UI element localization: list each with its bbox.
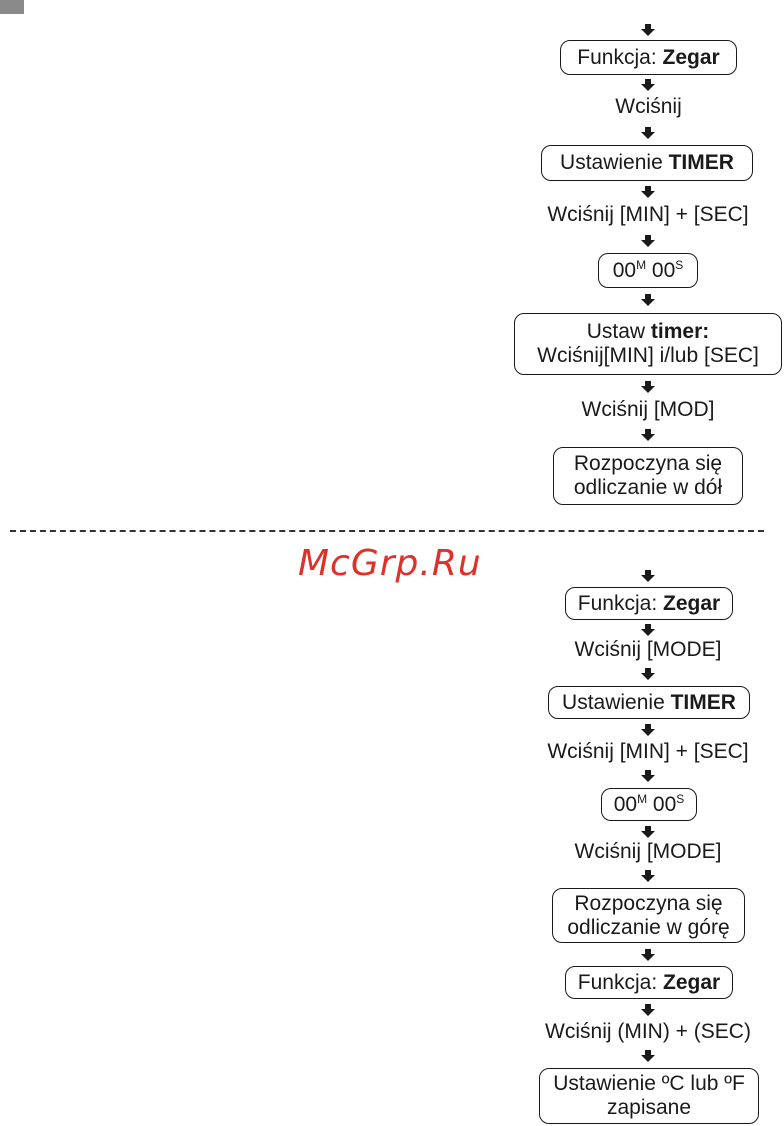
countdown-press-label: Wciśnij [MOD] bbox=[581, 398, 715, 421]
flow-arrow-icon bbox=[641, 1004, 655, 1016]
countup-unit-saved-box: Ustawienie ºC lub ºF zapisane bbox=[539, 1068, 759, 1124]
countup-step-function-box-2: Funkcja: Zegar bbox=[565, 966, 733, 999]
flow-arrow-icon bbox=[641, 127, 655, 139]
box-label: zapisane bbox=[606, 1096, 692, 1119]
box-label-bold: TIMER bbox=[670, 690, 736, 714]
box-label: odliczanie w dół bbox=[573, 476, 723, 499]
flow-arrow-icon bbox=[641, 826, 655, 838]
flow-arrow-icon bbox=[641, 668, 655, 680]
flow-arrow-icon bbox=[641, 770, 655, 782]
box-label: Ustawienie bbox=[560, 151, 669, 174]
countdown-step-timer-box: Ustawienie TIMER bbox=[541, 145, 753, 181]
display-minutes-unit: M bbox=[636, 257, 647, 272]
box-label: Ustawienie ºC lub ºF bbox=[553, 1072, 745, 1095]
box-label-bold: timer: bbox=[650, 320, 710, 343]
flow-arrow-icon bbox=[641, 570, 655, 582]
flow-arrow-icon bbox=[641, 949, 655, 961]
countup-display-box: 00M 00S bbox=[601, 788, 697, 821]
display-minutes: 00 bbox=[613, 792, 638, 816]
display-minutes: 00 bbox=[612, 258, 637, 282]
countup-press-label: Wciśnij [MODE] bbox=[574, 638, 722, 661]
box-label: Rozpoczyna się bbox=[574, 891, 723, 915]
box-label: Rozpoczyna się bbox=[573, 452, 723, 475]
countdown-start-box: Rozpoczyna się odliczanie w dół bbox=[553, 447, 743, 505]
flow-arrow-icon bbox=[641, 235, 655, 247]
countdown-press-label: Wciśnij bbox=[615, 95, 682, 118]
display-seconds: 00 bbox=[652, 792, 677, 816]
flow-arrow-icon bbox=[641, 624, 655, 636]
flow-arrow-icon bbox=[641, 186, 655, 198]
box-label: Funkcja: bbox=[577, 970, 663, 994]
countup-press-label: Wciśnij [MIN] + [SEC] bbox=[547, 740, 749, 763]
flow-arrow-icon bbox=[641, 870, 655, 882]
countup-press-label: Wciśnij (MIN) + (SEC) bbox=[545, 1020, 751, 1043]
countup-press-label: Wciśnij [MODE] bbox=[574, 840, 722, 863]
display-seconds-unit: S bbox=[675, 257, 684, 272]
flow-arrow-icon bbox=[641, 429, 655, 441]
flow-arrow-icon bbox=[641, 381, 655, 393]
countup-step-timer-box: Ustawienie TIMER bbox=[548, 686, 750, 719]
box-label: Ustawienie bbox=[562, 690, 671, 714]
box-label-bold: TIMER bbox=[668, 151, 734, 174]
box-label: Funkcja: bbox=[577, 45, 663, 69]
display-minutes-unit: M bbox=[637, 791, 648, 806]
box-label: Funkcja: bbox=[577, 591, 663, 615]
countdown-set-timer-box: Ustaw timer: Wciśnij[MIN] i/lub [SEC] bbox=[514, 313, 782, 375]
display-seconds-unit: S bbox=[676, 791, 685, 806]
countdown-step-function-box: Funkcja: Zegar bbox=[560, 40, 737, 75]
flow-arrow-icon bbox=[641, 724, 655, 736]
display-seconds: 00 bbox=[651, 258, 676, 282]
box-label-bold: Zegar bbox=[663, 970, 721, 994]
box-label-bold: Zegar bbox=[662, 45, 720, 69]
flow-arrow-icon bbox=[641, 24, 655, 36]
box-label-bold: Zegar bbox=[663, 591, 721, 615]
countup-step-function-box: Funkcja: Zegar bbox=[565, 587, 733, 620]
flow-arrow-icon bbox=[641, 294, 655, 306]
flow-arrow-icon bbox=[641, 1050, 655, 1062]
countdown-display-box: 00M 00S bbox=[598, 253, 698, 288]
watermark: McGrp.Ru bbox=[298, 543, 482, 584]
section-divider bbox=[10, 530, 764, 532]
flow-arrow-icon bbox=[641, 79, 655, 91]
corner-marker bbox=[0, 0, 24, 14]
countdown-press-label: Wciśnij [MIN] + [SEC] bbox=[547, 203, 749, 226]
box-label: Wciśnij[MIN] i/lub [SEC] bbox=[537, 344, 759, 367]
box-label: Ustaw bbox=[586, 320, 651, 343]
countup-start-box: Rozpoczyna się odliczanie w górę bbox=[552, 888, 745, 943]
box-label: odliczanie w górę bbox=[567, 915, 730, 939]
